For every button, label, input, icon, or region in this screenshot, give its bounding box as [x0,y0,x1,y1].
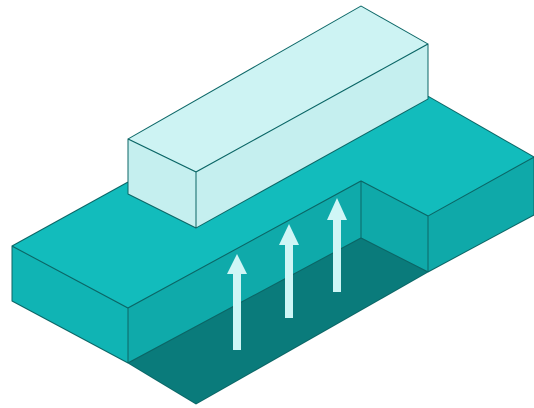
block-right-face [195,43,429,229]
arrow-up-icon [279,224,299,318]
arrow-up-icon [227,254,247,350]
cut-floor [127,237,429,405]
arrow-up-icon [327,198,347,292]
